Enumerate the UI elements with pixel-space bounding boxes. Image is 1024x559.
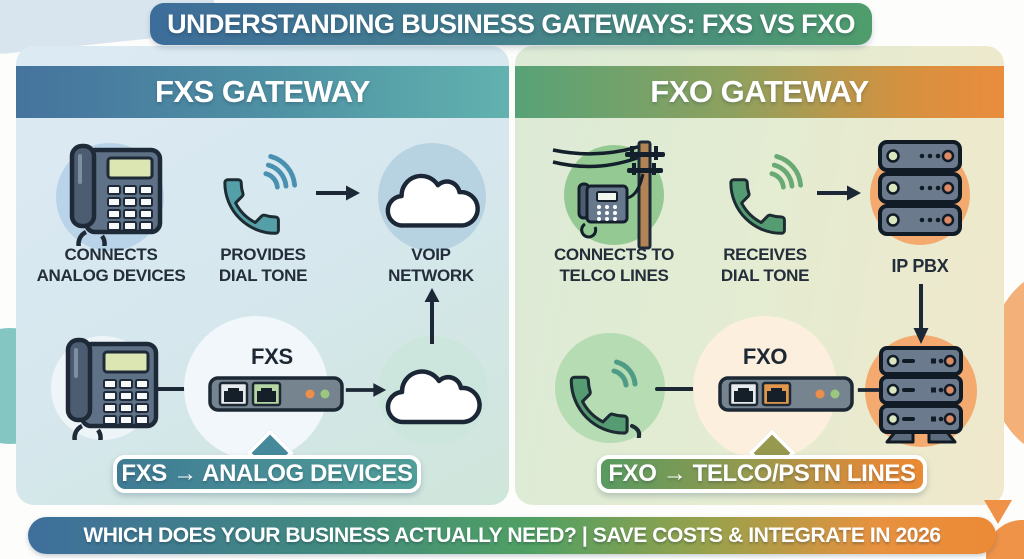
fxs-feature-2-line1: PROVIDES [220,245,306,264]
fxo-device-label: FXO [742,344,788,369]
arrow-up-icon [424,288,440,344]
voip-cloud-icon [385,173,480,228]
fxs-header-label: FXS GATEWAY [155,74,370,109]
fxs-feature-2-label: PROVIDES DIAL TONE [173,244,353,286]
handset-dial-tone-icon [223,154,298,235]
fxs-feature-3-line2: NETWORK [388,266,474,285]
fxs-feature-3-line1: VOIP [411,245,451,264]
fxo-feature-2-line2: DIAL TONE [720,266,810,285]
fxo-header-label: FXO GATEWAY [650,74,869,109]
fxo-panel-header: FXO GATEWAY [515,66,1004,118]
arrow-right-icon [817,185,861,201]
fxs-gateway-device-icon [208,376,344,412]
desk-phone-icon [65,337,159,440]
fxs-badge-label: FXS → ANALOG DEVICES [121,460,413,487]
arrow-right-icon [316,185,360,201]
fxs-feature-3-label: VOIP NETWORK [341,244,509,286]
arrow-right-icon [345,383,387,397]
fxs-feature-2-line2: DIAL TONE [218,266,308,285]
footer-text: WHICH DOES YOUR BUSINESS ACTUALLY NEED? … [83,523,941,547]
arrow-down-icon [913,284,929,344]
fxs-panel: FXS GATEWAY CONNECTS ANALOG DEVICES [16,46,509,505]
fxs-feature-1-line1: CONNECTS [64,245,158,264]
fxs-feature-1-line2: ANALOG DEVICES [36,266,186,285]
fxo-badge-label: FXO → TELCO/PSTN LINES [608,460,916,487]
handset-dial-tone-icon [569,359,642,438]
desk-phone-icon [69,143,163,246]
fxo-gateway-device-icon [718,376,854,412]
fxo-feature-1-line1: CONNECTS TO [553,245,675,264]
voip-cloud-icon [385,369,482,425]
telco-pole-phone-icon [552,140,665,250]
fxs-badge: FXS → ANALOG DEVICES [113,455,421,493]
fxo-feature-2-line1: RECEIVES [723,245,807,264]
fxs-panel-header: FXS GATEWAY [16,66,509,118]
fxs-connector-line [152,387,210,391]
fxo-feature-1-label: CONNECTS TO TELCO LINES [524,244,704,286]
handset-dial-tone-icon [729,154,804,235]
fxo-feature-1-line2: TELCO LINES [559,266,669,285]
fxo-connector-line [655,387,718,391]
fxs-feature-1-label: CONNECTS ANALOG DEVICES [21,244,201,286]
fxo-feature-3-line1: IP PBX [891,256,949,276]
fxs-device-label: FXS [251,344,293,369]
title-text: UNDERSTANDING BUSINESS GATEWAYS: FXS VS … [167,8,855,39]
fxo-panel: FXO GATEWAY CONNECTS TO TELCO LI [515,46,1004,505]
server-stack-feet-icon [879,346,963,444]
fxo-badge: FXO → TELCO/PSTN LINES [597,455,927,493]
fxo-feature-2-label: RECEIVES DIAL TONE [675,244,855,286]
server-stack-icon [878,140,962,236]
title-banner: UNDERSTANDING BUSINESS GATEWAYS: FXS VS … [150,3,872,45]
fxo-feature-3-label: IP PBX [830,256,1004,277]
footer-banner: WHICH DOES YOUR BUSINESS ACTUALLY NEED? … [28,517,996,554]
